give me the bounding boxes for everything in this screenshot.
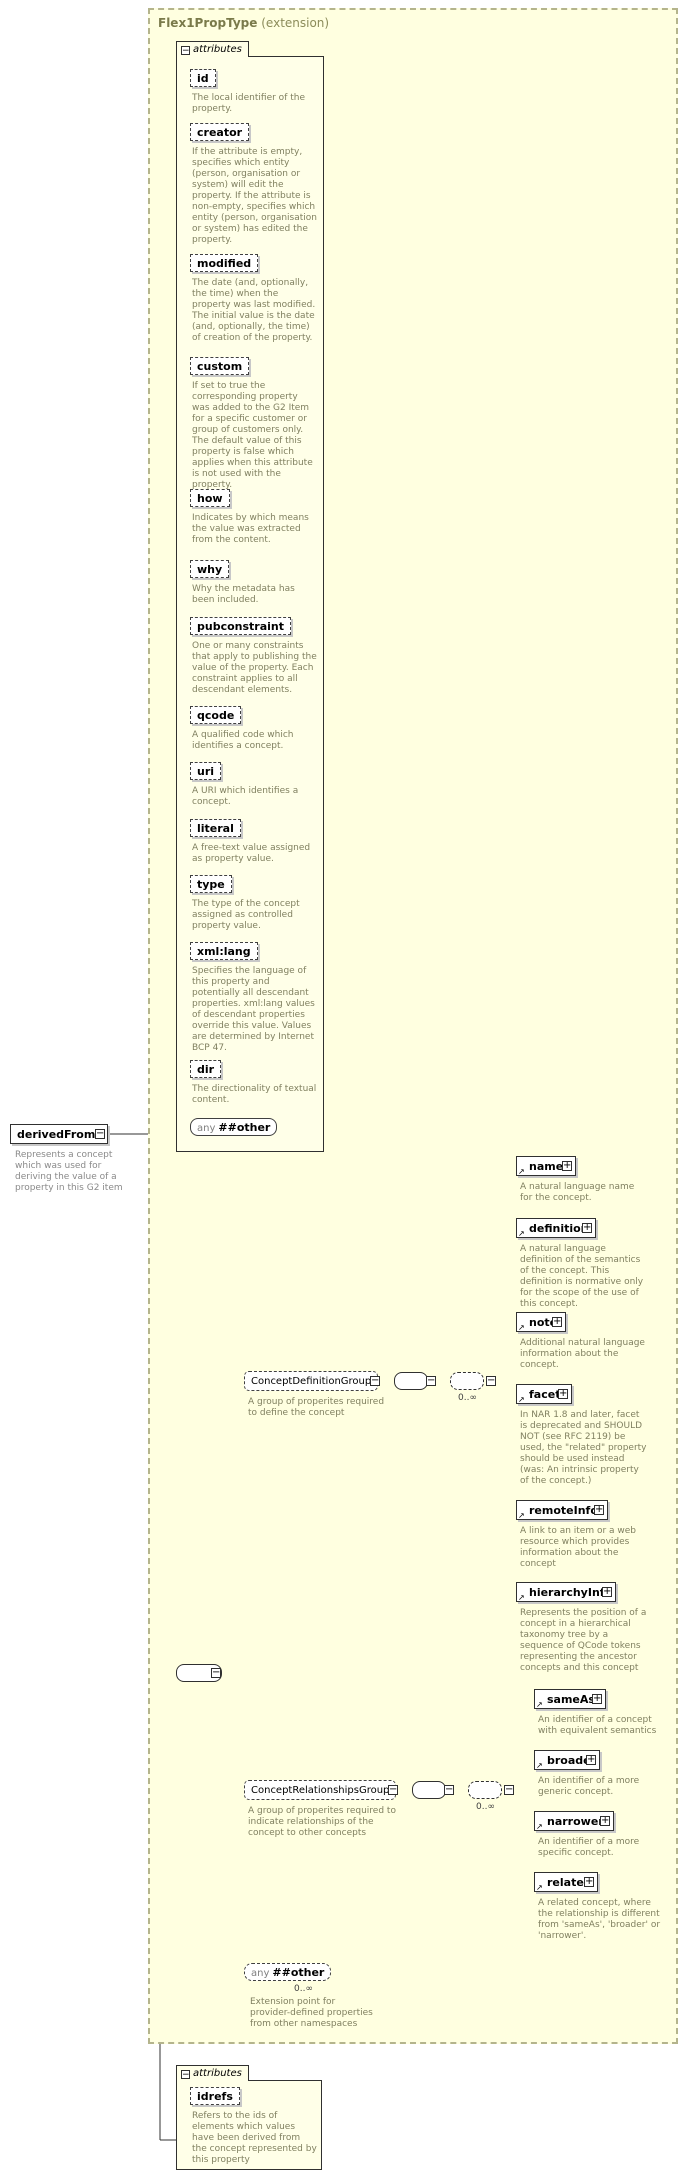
attribute-creator[interactable]: creator bbox=[190, 123, 250, 141]
element-note[interactable]: note↗+ bbox=[516, 1312, 566, 1332]
element-broader[interactable]: broader↗+ bbox=[534, 1750, 600, 1770]
reference-arrow-icon: ↗ bbox=[536, 1883, 543, 1892]
collapse-icon[interactable]: − bbox=[181, 46, 190, 56]
type-box-title: Flex1PropType (extension) bbox=[158, 16, 330, 30]
attribute-doc: A qualified code which identifies a conc… bbox=[192, 730, 294, 751]
element-doc: Additional natural language information … bbox=[520, 1338, 645, 1370]
attribute-pubconstraint[interactable]: pubconstraint bbox=[190, 617, 292, 635]
attributes-box: −attributes bbox=[176, 41, 324, 1152]
expand-icon[interactable]: + bbox=[594, 1504, 604, 1515]
attribute-why[interactable]: why bbox=[190, 560, 230, 578]
expand-icon[interactable]: + bbox=[586, 1754, 596, 1765]
element-doc: An identifier of a more generic concept. bbox=[538, 1776, 640, 1797]
attribute-doc: The directionality of textual content. bbox=[192, 1084, 317, 1105]
sequence-collapse-icon[interactable]: − bbox=[211, 1667, 221, 1678]
element-doc: A natural language definition of the sem… bbox=[520, 1244, 644, 1309]
attribute-doc: One or many constraints that apply to pu… bbox=[192, 641, 317, 695]
element-doc: An identifier of a concept with equivale… bbox=[538, 1715, 657, 1736]
expand-icon[interactable]: + bbox=[600, 1815, 610, 1826]
element-doc: An identifier of a more specific concept… bbox=[538, 1837, 640, 1858]
attribute-dir[interactable]: dir bbox=[190, 1060, 222, 1078]
relationships-choice[interactable] bbox=[468, 1781, 502, 1799]
expand-icon[interactable]: + bbox=[602, 1586, 612, 1597]
reference-arrow-icon: ↗ bbox=[518, 1229, 525, 1238]
attribute-doc: Why the metadata has been included. bbox=[192, 584, 295, 605]
element-doc: A natural language name for the concept. bbox=[520, 1182, 635, 1203]
element-doc: Represents the position of a concept in … bbox=[520, 1608, 647, 1673]
attribute-doc: The type of the concept assigned as cont… bbox=[192, 899, 300, 931]
attribute-doc: A free-text value assigned as property v… bbox=[192, 843, 311, 864]
expand-icon[interactable]: − bbox=[95, 1128, 105, 1139]
root-element-derivedfrom[interactable]: derivedFrom − bbox=[10, 1124, 108, 1144]
definition-choice-icon[interactable]: − bbox=[486, 1375, 496, 1386]
attribute-xml-lang[interactable]: xml:lang bbox=[190, 942, 258, 960]
element-sameas[interactable]: sameAs↗+ bbox=[534, 1689, 606, 1709]
attribute-doc: The local identifier of the property. bbox=[192, 93, 305, 114]
relationships-sequence-icon[interactable]: − bbox=[444, 1784, 454, 1795]
group-collapse-icon[interactable]: − bbox=[388, 1784, 398, 1795]
attribute-doc: The date (and, optionally, the time) whe… bbox=[192, 278, 316, 343]
group-collapse-icon[interactable]: − bbox=[370, 1375, 380, 1386]
element-name[interactable]: name↗+ bbox=[516, 1156, 576, 1176]
definition-sequence[interactable] bbox=[394, 1372, 428, 1390]
expand-icon[interactable]: + bbox=[582, 1222, 592, 1233]
element-remoteinfo[interactable]: remoteInfo↗+ bbox=[516, 1500, 608, 1520]
expand-icon[interactable]: + bbox=[552, 1316, 562, 1327]
expand-icon[interactable]: + bbox=[558, 1388, 568, 1399]
concept-relationships-group[interactable]: ConceptRelationshipsGroup bbox=[244, 1780, 396, 1800]
reference-arrow-icon: ↗ bbox=[536, 1822, 543, 1831]
extension-point-doc: Extension point for provider-defined pro… bbox=[250, 1997, 373, 2029]
attribute-qcode[interactable]: qcode bbox=[190, 706, 242, 724]
expand-icon[interactable]: + bbox=[592, 1693, 602, 1704]
attribute-doc: Indicates by which means the value was e… bbox=[192, 513, 309, 545]
element-hierarchyinfo[interactable]: hierarchyInfo↗+ bbox=[516, 1582, 616, 1602]
concept-definition-group-doc: A group of properites required to define… bbox=[248, 1397, 385, 1418]
reference-arrow-icon: ↗ bbox=[536, 1761, 543, 1770]
attribute-doc: Specifies the language of this property … bbox=[192, 966, 315, 1053]
expand-icon[interactable]: + bbox=[584, 1876, 594, 1887]
element-related[interactable]: related↗+ bbox=[534, 1872, 598, 1892]
element-narrower[interactable]: narrower↗+ bbox=[534, 1811, 614, 1831]
definition-sequence-icon[interactable]: − bbox=[426, 1375, 436, 1386]
relationships-choice-multiplicity: 0..∞ bbox=[476, 1802, 495, 1812]
attribute-doc: If set to true the corresponding propert… bbox=[192, 381, 313, 490]
reference-arrow-icon: ↗ bbox=[518, 1167, 525, 1176]
element-doc: A related concept, where the relationshi… bbox=[538, 1898, 661, 1941]
attributes-tab[interactable]: −attributes bbox=[176, 41, 249, 57]
relationships-sequence[interactable] bbox=[412, 1781, 446, 1799]
bottom-attributes-tab[interactable]: −attributes bbox=[176, 2065, 249, 2081]
attribute-modified[interactable]: modified bbox=[190, 254, 259, 272]
attribute-custom[interactable]: custom bbox=[190, 357, 250, 375]
expand-icon[interactable]: + bbox=[562, 1160, 572, 1171]
attribute-doc: If the attribute is empty, specifies whi… bbox=[192, 147, 317, 245]
extension-point-multiplicity: 0..∞ bbox=[294, 1984, 313, 1994]
sequence-compositor[interactable] bbox=[176, 1664, 222, 1682]
concept-relationships-group-doc: A group of properites required to indica… bbox=[248, 1806, 396, 1838]
element-doc: A link to an item or a web resource whic… bbox=[520, 1526, 637, 1569]
definition-choice[interactable] bbox=[450, 1372, 484, 1390]
attribute-id[interactable]: id bbox=[190, 69, 216, 87]
reference-arrow-icon: ↗ bbox=[536, 1700, 543, 1709]
collapse-icon[interactable]: − bbox=[181, 2070, 190, 2080]
element-doc: In NAR 1.8 and later, facet is deprecate… bbox=[520, 1410, 647, 1486]
any-other-attribute[interactable]: any##other bbox=[190, 1118, 278, 1136]
attribute-doc: A URI which identifies a concept. bbox=[192, 786, 299, 807]
attribute-uri[interactable]: uri bbox=[190, 762, 222, 780]
root-element-doc: Represents a concept which was used for … bbox=[15, 1150, 123, 1193]
concept-definition-group[interactable]: ConceptDefinitionGroup bbox=[244, 1371, 378, 1391]
attribute-idrefs[interactable]: idrefs bbox=[190, 2087, 240, 2105]
reference-arrow-icon: ↗ bbox=[518, 1395, 525, 1404]
attribute-literal[interactable]: literal bbox=[190, 819, 241, 837]
element-definition[interactable]: definition↗+ bbox=[516, 1218, 596, 1238]
attribute-idrefs-doc: Refers to the ids of elements which valu… bbox=[192, 2111, 317, 2165]
attribute-how[interactable]: how bbox=[190, 489, 230, 507]
attribute-type[interactable]: type bbox=[190, 875, 232, 893]
reference-arrow-icon: ↗ bbox=[518, 1593, 525, 1602]
reference-arrow-icon: ↗ bbox=[518, 1323, 525, 1332]
definition-choice-multiplicity: 0..∞ bbox=[458, 1393, 477, 1403]
element-facet[interactable]: facet↗+ bbox=[516, 1384, 572, 1404]
relationships-choice-icon[interactable]: − bbox=[504, 1784, 514, 1795]
extension-point-any-other[interactable]: any##other bbox=[244, 1963, 332, 1981]
reference-arrow-icon: ↗ bbox=[518, 1511, 525, 1520]
